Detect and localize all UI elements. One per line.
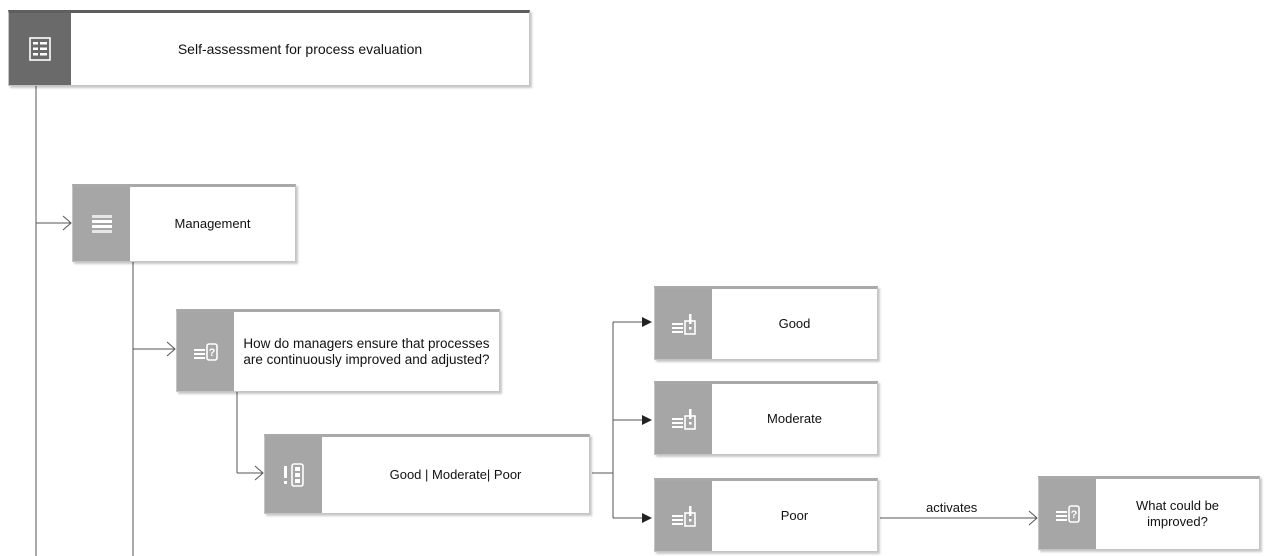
svg-text:?: ? [1070, 509, 1077, 521]
connection-label-activates: activates [926, 500, 978, 515]
node-label: What could be improved? [1135, 498, 1220, 529]
node-question-improvement[interactable]: ? What could be improved? [1038, 476, 1260, 550]
node-answer-options[interactable]: Good | Moderate| Poor [264, 434, 590, 514]
questionnaire-icon [9, 13, 71, 85]
node-management[interactable]: Management [72, 184, 296, 262]
node-answer-moderate[interactable]: Moderate [654, 381, 878, 455]
svg-text:?: ? [208, 347, 215, 359]
node-label: Moderate [767, 411, 822, 426]
answer-icon [655, 384, 712, 454]
node-answer-good[interactable]: Good [654, 286, 878, 360]
node-label: Self-assessment for process evaluation [177, 41, 423, 57]
node-question-managers[interactable]: ? How do managers ensure that processes … [176, 309, 500, 392]
node-label: Good [778, 316, 811, 331]
node-label: Management [174, 216, 251, 231]
node-self-assessment[interactable]: Self-assessment for process evaluation [8, 10, 530, 86]
node-label: Poor [780, 508, 809, 523]
answer-options-icon [265, 437, 322, 513]
answer-icon [655, 289, 712, 359]
node-label: How do managers ensure that processes ar… [243, 335, 490, 367]
node-label: Good | Moderate| Poor [389, 467, 522, 482]
section-icon [73, 187, 130, 261]
question-icon: ? [177, 312, 234, 391]
question-icon: ? [1039, 479, 1096, 549]
node-answer-poor[interactable]: Poor [654, 478, 878, 552]
answer-icon [655, 481, 712, 551]
